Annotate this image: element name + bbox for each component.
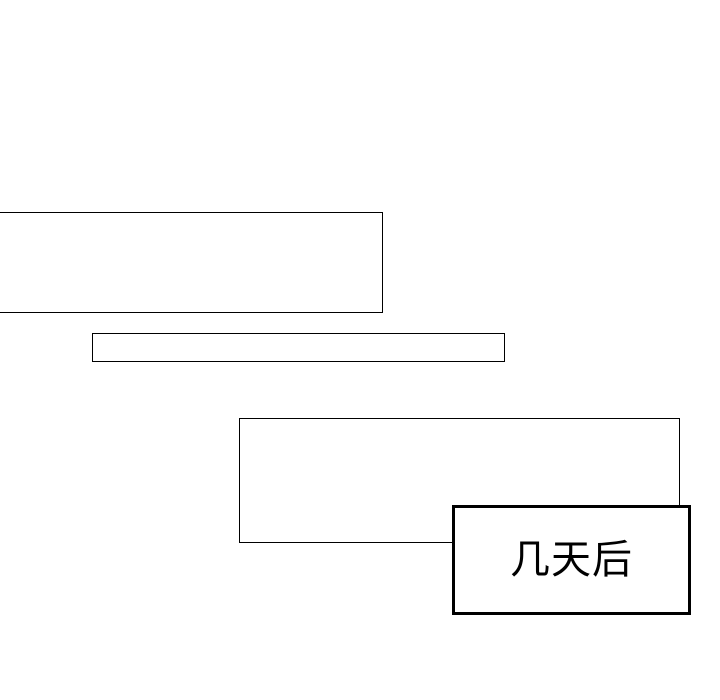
speech-balloon-1 — [0, 212, 383, 313]
caption-text: 几天后 — [510, 537, 633, 583]
caption-box: 几天后 — [452, 505, 691, 615]
speech-balloon-2 — [92, 333, 505, 362]
